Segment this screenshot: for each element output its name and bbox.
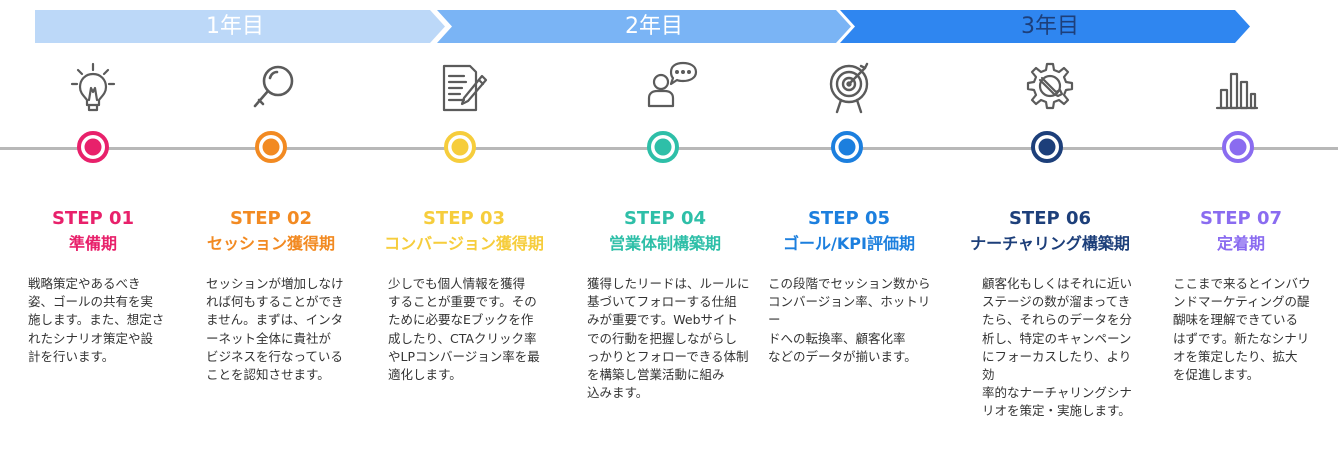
step-description: この段階でセッション数から コンバージョン率、ホットリー ドへの転換率、顧客化率… bbox=[768, 276, 931, 364]
person-speech-icon bbox=[643, 60, 703, 116]
step-description: ここまで来るとインバウ ンドマーケティングの醍 醐味を理解できている はずです。… bbox=[1173, 276, 1311, 383]
step-title: STEP 05 bbox=[807, 208, 891, 229]
step-description: 戦略策定やあるべき 姿、ゴールの共有を実 施します。また、想定さ れたシナリオ策… bbox=[28, 276, 165, 364]
step-subtitle: 準備期 bbox=[68, 234, 117, 253]
step-marker bbox=[254, 130, 288, 164]
arrow-shape bbox=[35, 10, 445, 43]
arrow-shape bbox=[840, 10, 1250, 43]
year-banner-3: 3年目 bbox=[840, 10, 1250, 43]
step-description: 獲得したリードは、ルールに 基づいてフォローする仕組 みが重要です。Webサイト… bbox=[587, 276, 750, 401]
step-title: STEP 06 bbox=[1008, 208, 1092, 229]
step-subtitle: 営業体制構築期 bbox=[608, 234, 721, 253]
step-subtitle: ゴール/KPI評価期 bbox=[783, 234, 915, 253]
step-title: STEP 04 bbox=[623, 208, 707, 229]
year-label: 2年目 bbox=[625, 14, 683, 39]
magnifier-icon bbox=[243, 60, 303, 116]
step-marker bbox=[1221, 130, 1255, 164]
step-description: 少しでも個人情報を獲得 することが重要です。その ために必要なEブックを作 成し… bbox=[388, 276, 540, 383]
target-icon bbox=[819, 60, 879, 116]
step-subtitle: ナーチャリング構築期 bbox=[970, 234, 1130, 253]
step-description: 顧客化もしくはそれに近い ステージの数が溜まってき たら、それらのデータを分 析… bbox=[982, 276, 1133, 419]
step-marker bbox=[646, 130, 680, 164]
arrow-shape bbox=[437, 10, 851, 43]
step-subtitle: 定着期 bbox=[1216, 234, 1265, 253]
gear-wrench-icon bbox=[1020, 60, 1080, 116]
step-marker bbox=[1030, 130, 1064, 164]
step-title: STEP 02 bbox=[229, 208, 313, 229]
step-title: STEP 03 bbox=[422, 208, 506, 229]
lightbulb-icon bbox=[63, 60, 123, 116]
step-title: STEP 07 bbox=[1199, 208, 1283, 229]
step-subtitle: コンバージョン獲得期 bbox=[384, 234, 544, 253]
year-banner-2: 2年目 bbox=[437, 10, 851, 43]
year-banner-1: 1年目 bbox=[35, 10, 445, 43]
step-marker bbox=[76, 130, 110, 164]
step-marker bbox=[830, 130, 864, 164]
document-pen-icon bbox=[434, 60, 494, 116]
bar-chart-icon bbox=[1207, 60, 1267, 116]
step-title: STEP 01 bbox=[51, 208, 135, 229]
year-label: 1年目 bbox=[206, 14, 264, 39]
step-marker bbox=[443, 130, 477, 164]
year-label: 3年目 bbox=[1021, 14, 1079, 39]
step-description: セッションが増加しなけ れば何もすることができ ません。まずは、インタ ーネット… bbox=[206, 276, 344, 383]
step-subtitle: セッション獲得期 bbox=[206, 234, 335, 253]
